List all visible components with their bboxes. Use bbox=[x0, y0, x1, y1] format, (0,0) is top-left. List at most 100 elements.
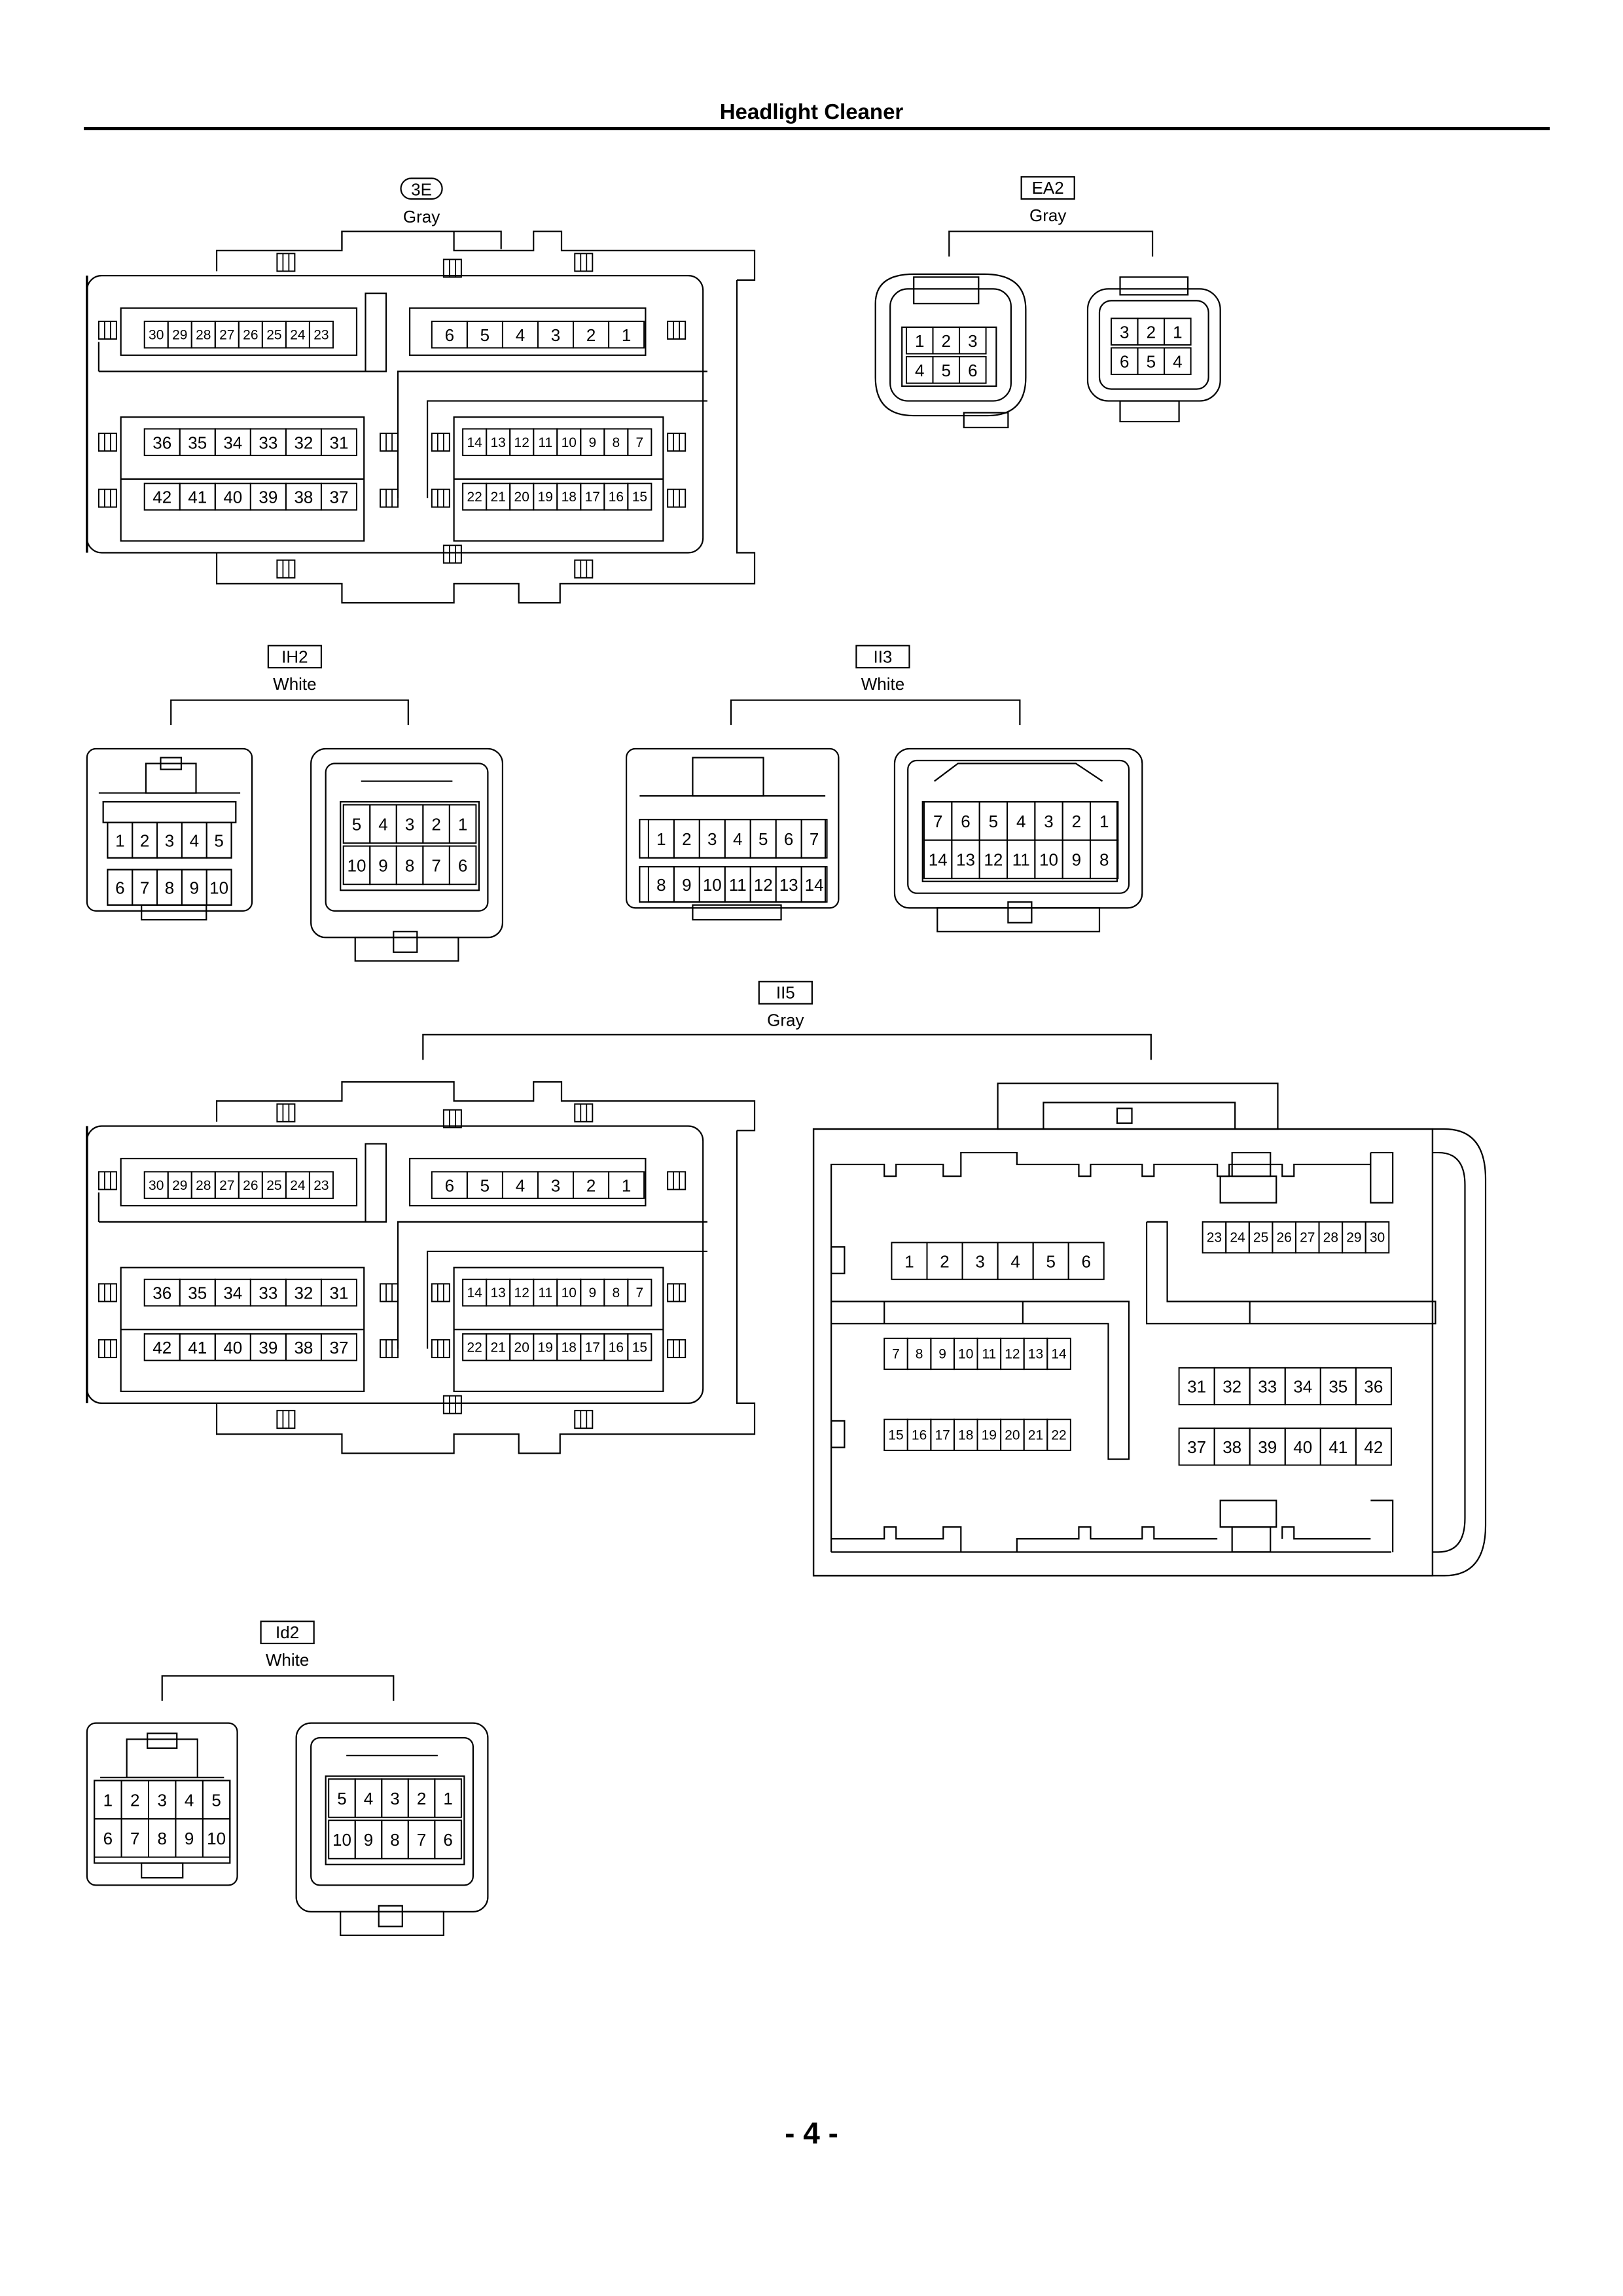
pin-number: 22 bbox=[467, 490, 482, 505]
housing-outline bbox=[86, 275, 704, 554]
pin-number: 4 bbox=[185, 1790, 194, 1810]
pin-cell bbox=[800, 819, 828, 859]
latch-icon bbox=[431, 1283, 450, 1302]
pin-number: 17 bbox=[585, 490, 600, 505]
pin-number: 25 bbox=[1253, 1230, 1268, 1246]
pin-number: 6 bbox=[445, 1175, 454, 1195]
connector-color: White bbox=[266, 1650, 309, 1670]
pin-cell bbox=[1046, 1418, 1071, 1451]
pin-number: 6 bbox=[103, 1829, 113, 1848]
pin-number: 29 bbox=[172, 1178, 187, 1193]
pin-number: 1 bbox=[1099, 812, 1109, 831]
pin-number: 41 bbox=[1329, 1437, 1347, 1457]
pin-number: 5 bbox=[352, 815, 361, 834]
pin-number: 2 bbox=[942, 331, 951, 351]
pin-number: 42 bbox=[152, 1338, 171, 1357]
pin-number: 31 bbox=[329, 1283, 348, 1303]
housing-outline bbox=[831, 1300, 1130, 1460]
pin-number: 18 bbox=[562, 1340, 577, 1355]
pin-number: 7 bbox=[636, 435, 644, 450]
pin-number: 1 bbox=[103, 1790, 113, 1810]
pin-number: 14 bbox=[929, 850, 948, 870]
housing-outline bbox=[426, 400, 707, 499]
pin-number: 39 bbox=[259, 488, 277, 507]
pin-number: 20 bbox=[514, 490, 529, 505]
pin-number: 12 bbox=[514, 1285, 529, 1300]
bracket-line bbox=[948, 230, 1154, 257]
pin-number: 1 bbox=[443, 1789, 452, 1808]
pin-number: 9 bbox=[378, 856, 387, 876]
pin-cell bbox=[1067, 1242, 1105, 1280]
latch-icon bbox=[667, 320, 687, 340]
pin-number: 24 bbox=[1230, 1230, 1245, 1246]
pin-cell bbox=[1046, 1337, 1071, 1371]
housing-outline bbox=[997, 1083, 1279, 1130]
latch-icon bbox=[145, 762, 197, 794]
pin-number: 22 bbox=[467, 1340, 482, 1355]
pin-number: 9 bbox=[1072, 850, 1081, 870]
pin-cell bbox=[320, 1333, 357, 1361]
pin-number: 10 bbox=[348, 856, 366, 876]
pin-number: 8 bbox=[612, 1285, 620, 1300]
pin-number: 21 bbox=[1028, 1427, 1043, 1443]
pin-number: 36 bbox=[152, 1283, 171, 1303]
housing-outline bbox=[86, 1125, 704, 1405]
pin-number: 5 bbox=[758, 829, 768, 849]
pin-number: 10 bbox=[703, 875, 722, 895]
latch-icon bbox=[913, 276, 980, 305]
pin-number: 8 bbox=[405, 856, 414, 876]
pin-number: 31 bbox=[1187, 1377, 1206, 1397]
pin-number: 23 bbox=[1207, 1230, 1222, 1246]
latch-icon bbox=[442, 545, 462, 564]
latch-icon bbox=[1007, 901, 1033, 924]
latch-icon bbox=[442, 1109, 462, 1128]
pin-cell bbox=[1364, 1221, 1390, 1254]
pin-number: 38 bbox=[1222, 1437, 1241, 1457]
pin-number: 23 bbox=[313, 327, 329, 342]
pin-number: 17 bbox=[585, 1340, 600, 1355]
pin-number: 10 bbox=[209, 878, 228, 897]
pin-cell bbox=[1355, 1427, 1392, 1466]
pin-cell bbox=[1355, 1367, 1392, 1406]
connector-code: II5 bbox=[776, 983, 795, 1003]
pin-number: 10 bbox=[207, 1829, 226, 1848]
latch-icon bbox=[667, 433, 687, 452]
pin-number: 21 bbox=[490, 1340, 505, 1355]
pin-number: 7 bbox=[933, 812, 942, 831]
pin-number: 38 bbox=[294, 1338, 313, 1357]
pin-number: 6 bbox=[1081, 1251, 1090, 1271]
latch-icon bbox=[431, 488, 450, 508]
pin-number: 5 bbox=[480, 1175, 490, 1195]
pin-number: 37 bbox=[329, 488, 348, 507]
latch-icon bbox=[141, 1862, 184, 1879]
bracket-line bbox=[170, 699, 409, 725]
housing-outline bbox=[831, 1526, 962, 1552]
housing-outline bbox=[325, 1775, 465, 1865]
pin-number: 8 bbox=[1099, 850, 1109, 870]
pin-number: 6 bbox=[968, 361, 977, 380]
pin-number: 16 bbox=[609, 1340, 624, 1355]
pin-number: 27 bbox=[1300, 1230, 1315, 1246]
pin-number: 3 bbox=[551, 1175, 560, 1195]
pin-number: 8 bbox=[612, 435, 620, 450]
pin-number: 32 bbox=[1222, 1377, 1241, 1397]
housing-outline bbox=[397, 370, 707, 499]
connector-code: II3 bbox=[873, 647, 892, 666]
pin-number: 24 bbox=[290, 327, 306, 342]
pin-cell bbox=[205, 869, 232, 906]
housing-outline bbox=[215, 279, 756, 604]
pin-number: 2 bbox=[417, 1789, 426, 1808]
pin-number: 5 bbox=[337, 1789, 346, 1808]
latch-icon bbox=[442, 259, 462, 278]
pin-cell bbox=[608, 1171, 645, 1199]
pin-number: 14 bbox=[805, 875, 824, 895]
pin-number: 15 bbox=[632, 1340, 647, 1355]
pin-number: 3 bbox=[165, 831, 174, 850]
latch-icon bbox=[354, 937, 459, 962]
pin-number: 9 bbox=[364, 1830, 373, 1850]
pin-number: 4 bbox=[1173, 351, 1182, 371]
pin-number: 1 bbox=[904, 1251, 914, 1271]
pin-cell bbox=[627, 1333, 652, 1361]
latch-icon bbox=[692, 904, 782, 921]
pin-cell bbox=[320, 482, 357, 511]
